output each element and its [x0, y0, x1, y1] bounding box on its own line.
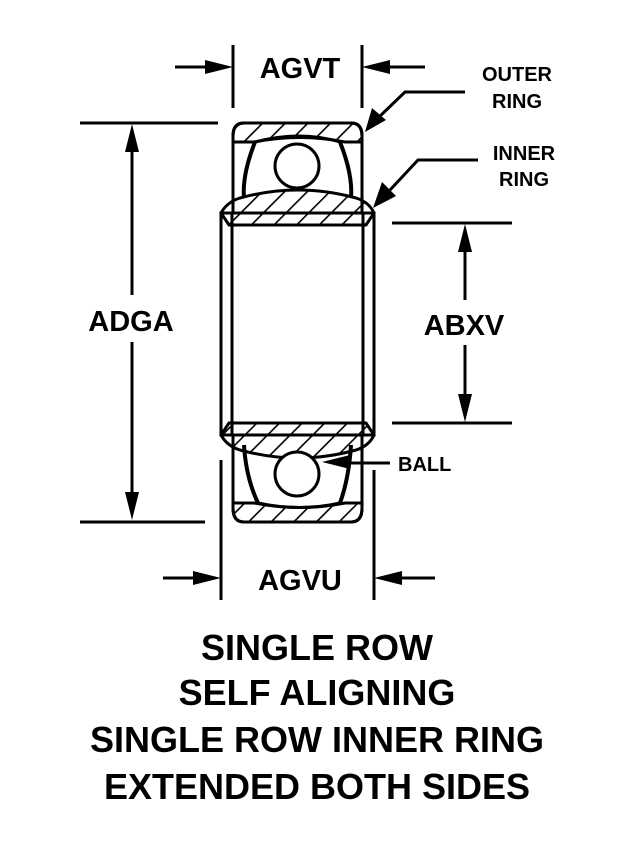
leader-arrowhead-icon	[365, 108, 386, 132]
ball-bottom	[273, 450, 321, 498]
dimension-label-adga: ADGA	[88, 306, 173, 338]
arrowhead-icon	[125, 492, 139, 520]
arrowhead-icon	[458, 394, 472, 422]
arrowhead-icon	[374, 571, 402, 585]
leader-arrowhead-icon	[322, 455, 350, 469]
callout-label-ball: BALL	[398, 454, 451, 476]
dimension-agvu	[163, 460, 435, 600]
arrowhead-icon	[362, 60, 390, 74]
callout-label-inner: INNER	[493, 143, 556, 165]
dimension-abxv	[392, 221, 512, 425]
arrowhead-icon	[193, 571, 221, 585]
dimension-label-abxv: ABXV	[424, 310, 505, 342]
arrowhead-icon	[205, 60, 233, 74]
inner-ring-section-top	[219, 188, 376, 227]
callout-label-ring: RING	[499, 169, 549, 191]
caption: SINGLE ROW SELF ALIGNING SINGLE ROW INNE…	[90, 627, 544, 807]
callout-label-ring: RING	[492, 91, 542, 113]
arrowhead-icon	[125, 124, 139, 152]
dimension-label-agvt: AGVT	[260, 53, 341, 85]
callout-outer-ring	[365, 90, 465, 132]
caption-line: SELF ALIGNING	[179, 672, 456, 713]
arrowhead-icon	[458, 224, 472, 252]
dimension-adga	[80, 121, 218, 524]
dimension-agvt	[175, 45, 425, 108]
callout-label-outer: OUTER	[482, 64, 553, 86]
bearing-body	[219, 121, 376, 524]
caption-line: EXTENDED BOTH SIDES	[104, 766, 530, 807]
caption-line: SINGLE ROW INNER RING	[90, 719, 544, 760]
callout-ball	[322, 455, 390, 469]
ball-top	[273, 142, 321, 190]
caption-line: SINGLE ROW	[201, 627, 433, 668]
dimension-label-agvu: AGVU	[258, 565, 342, 597]
leader-arrowhead-icon	[373, 182, 396, 208]
inner-ring-bore	[219, 211, 376, 437]
callout-inner-ring	[373, 158, 478, 208]
